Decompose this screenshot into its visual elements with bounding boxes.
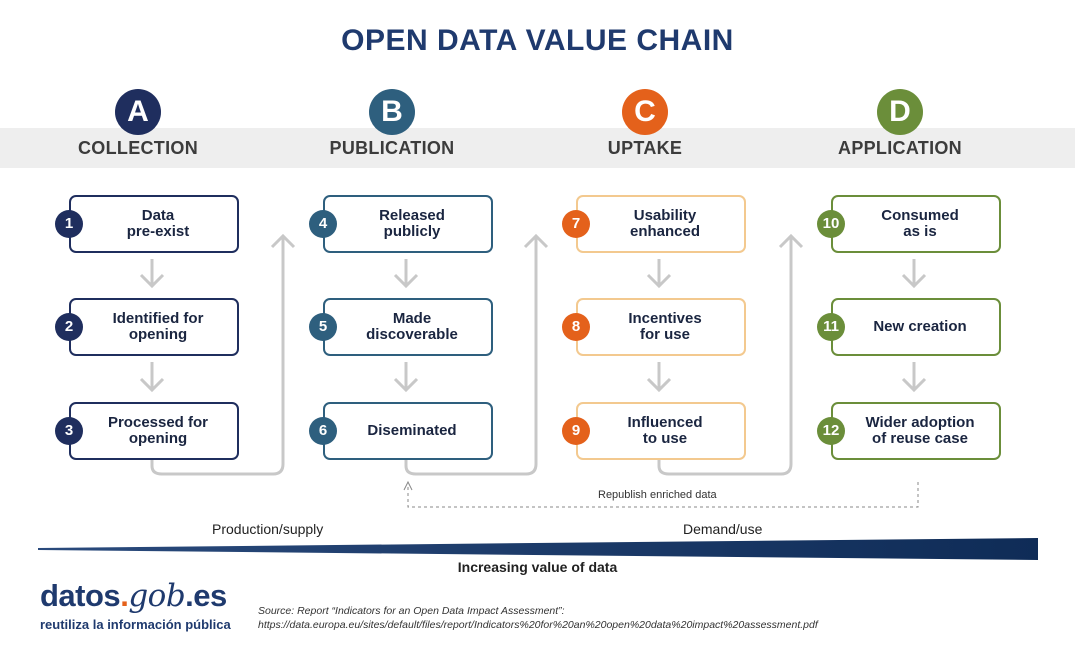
step-number-11: 11 bbox=[817, 313, 845, 341]
stage-transition-arrow bbox=[404, 233, 549, 476]
step-number-2: 2 bbox=[55, 313, 83, 341]
down-arrow bbox=[646, 259, 672, 289]
step-box-2: Identified for opening bbox=[69, 298, 239, 356]
republish-loop-line bbox=[407, 482, 919, 508]
source-note: Source: Report “Indicators for an Open D… bbox=[258, 604, 818, 632]
stage-transition-arrow bbox=[150, 233, 296, 476]
logo-gob: gob bbox=[128, 578, 186, 614]
step-box-7: Usability enhanced bbox=[576, 195, 746, 253]
logo-es: .es bbox=[185, 578, 227, 613]
stage-letter-d: D bbox=[877, 89, 923, 135]
step-number-9: 9 bbox=[562, 417, 590, 445]
down-arrow bbox=[393, 259, 419, 289]
stage-name-d: APPLICATION bbox=[838, 138, 962, 158]
value-wedge bbox=[38, 538, 1038, 560]
step-number-7: 7 bbox=[562, 210, 590, 238]
republish-label: Republish enriched data bbox=[598, 489, 717, 501]
page-title: OPEN DATA VALUE CHAIN bbox=[341, 24, 734, 57]
logo-dot: . bbox=[120, 578, 129, 613]
step-number-8: 8 bbox=[562, 313, 590, 341]
stage-letter-b: B bbox=[369, 89, 415, 135]
step-box-3: Processed for opening bbox=[69, 402, 239, 460]
source-url[interactable]: https://data.europa.eu/sites/default/fil… bbox=[258, 619, 818, 631]
logo-tagline: reutiliza la información pública bbox=[40, 617, 231, 632]
step-number-12: 12 bbox=[817, 417, 845, 445]
demand-label: Demand/use bbox=[683, 521, 763, 537]
down-arrow bbox=[139, 362, 165, 393]
down-arrow bbox=[646, 362, 672, 393]
republish-arrowhead bbox=[403, 480, 413, 491]
down-arrow bbox=[901, 259, 927, 289]
down-arrow bbox=[901, 362, 927, 393]
stage-name-a: COLLECTION bbox=[78, 138, 198, 158]
step-box-8: Incentives for use bbox=[576, 298, 746, 356]
down-arrow bbox=[139, 259, 165, 289]
value-caption: Increasing value of data bbox=[457, 559, 618, 575]
step-box-11: New creation bbox=[831, 298, 1001, 356]
step-box-12: Wider adoption of reuse case bbox=[831, 402, 1001, 460]
stage-name-b: PUBLICATION bbox=[329, 138, 455, 158]
step-box-4: Released publicly bbox=[323, 195, 493, 253]
datos-gob-logo[interactable]: datos.gob.es bbox=[40, 578, 227, 614]
step-number-4: 4 bbox=[309, 210, 337, 238]
stage-transition-arrow bbox=[657, 233, 804, 476]
stage-letter-c: C bbox=[622, 89, 668, 135]
stage-name-c: UPTAKE bbox=[607, 138, 683, 158]
step-number-3: 3 bbox=[55, 417, 83, 445]
logo-main: datos bbox=[40, 578, 121, 613]
step-number-5: 5 bbox=[309, 313, 337, 341]
production-label: Production/supply bbox=[212, 521, 324, 537]
step-number-10: 10 bbox=[817, 210, 845, 238]
step-number-6: 6 bbox=[309, 417, 337, 445]
step-box-9: Influenced to use bbox=[576, 402, 746, 460]
step-number-1: 1 bbox=[55, 210, 83, 238]
stage-letter-a: A bbox=[115, 89, 161, 135]
step-box-6: Diseminated bbox=[323, 402, 493, 460]
down-arrow bbox=[393, 362, 419, 393]
step-box-10: Consumed as is bbox=[831, 195, 1001, 253]
source-line-1: Source: Report “Indicators for an Open D… bbox=[258, 605, 565, 617]
